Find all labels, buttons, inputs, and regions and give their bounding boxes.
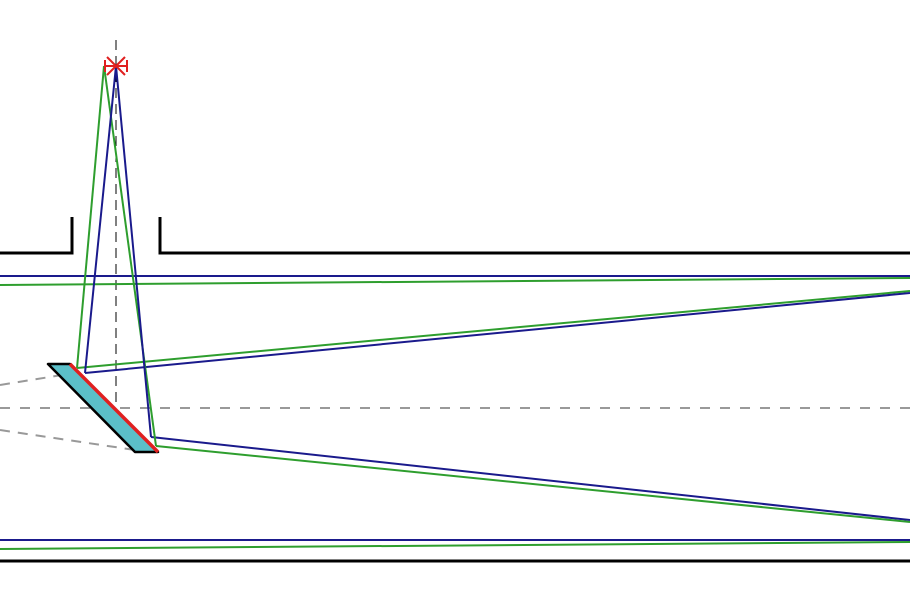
mirror-projection-upper <box>0 374 63 386</box>
mirror-projection-lower <box>0 429 136 451</box>
focus-ray-blue-left <box>84 65 117 374</box>
focal-point-marker <box>104 56 128 76</box>
reflected-ray-blue-bottom <box>150 436 910 521</box>
tube-top-wall-right <box>158 217 910 255</box>
incoming-ray-green-top <box>0 277 910 286</box>
reflected-ray-green-top <box>76 290 910 369</box>
focus-ray-green-left <box>76 65 105 369</box>
reflected-ray-green-bottom <box>155 445 910 523</box>
secondary-mirror-surface <box>68 362 160 454</box>
focus-ray-green-right <box>103 65 157 447</box>
focus-ray-blue-right <box>115 65 152 438</box>
reflected-ray-blue-top <box>84 292 910 374</box>
tube-top-wall-left <box>0 217 74 255</box>
incoming-ray-green-bottom <box>0 541 910 550</box>
